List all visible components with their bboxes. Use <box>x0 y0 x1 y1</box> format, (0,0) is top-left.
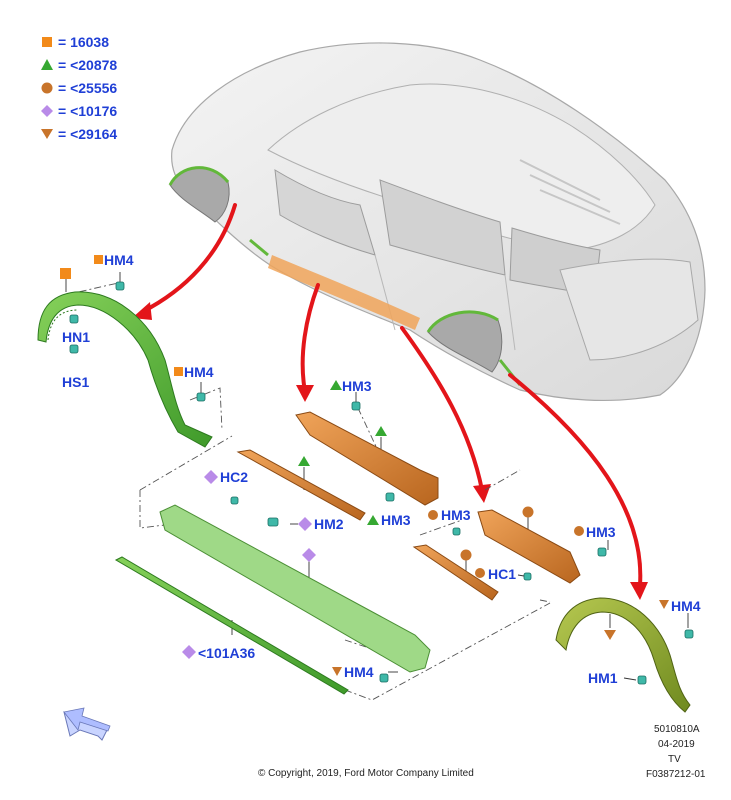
rocker-strip-left <box>236 449 366 521</box>
legend-item-triangle-down: = <29164 <box>40 124 117 144</box>
brown-circle-icon <box>522 506 534 518</box>
brown-circle-icon <box>574 526 584 536</box>
legend-item-diamond: = <10176 <box>40 101 117 121</box>
fastener-clip-icon <box>684 629 694 639</box>
legend-item-triangle-up: = <20878 <box>40 55 117 75</box>
side-sill-parts <box>114 504 431 695</box>
fastener-clip-icon <box>637 675 647 685</box>
car-tailgate <box>559 258 699 361</box>
brown-triangle-down-icon <box>604 630 616 640</box>
label-hm4: HM4 <box>344 664 374 680</box>
side-sill-panel <box>159 504 431 673</box>
arrow-front-arch <box>140 203 237 314</box>
arrow-rocker-right <box>400 326 484 492</box>
fastener-clip-icon <box>452 527 461 536</box>
brown-triangle-down-icon <box>40 127 54 141</box>
rear-arch-liner <box>555 597 691 713</box>
label-hm3: HM3 <box>381 512 411 528</box>
fastener-clip-icon <box>69 344 79 354</box>
reference-code: 5010810A <box>654 724 700 735</box>
front-arch-liner <box>37 291 213 448</box>
green-triangle-icon <box>375 426 387 436</box>
legend-text: = <29164 <box>58 126 118 142</box>
label-hc1: HC1 <box>488 566 516 582</box>
fastener-clip-icon <box>69 314 79 324</box>
brown-triangle-down-icon <box>332 667 342 676</box>
label-hm1: HM1 <box>588 670 618 686</box>
fastener-clip-icon <box>196 392 206 402</box>
green-triangle-icon <box>330 380 342 390</box>
label-hs1: HS1 <box>62 374 89 390</box>
rear-arch-liner-body <box>555 597 691 713</box>
legend-text: = <20878 <box>58 57 118 73</box>
rocker-strip-right <box>412 544 499 601</box>
label-hm3: HM3 <box>586 524 616 540</box>
rocker-upper-right <box>477 509 581 584</box>
legend-item-circle: = <25556 <box>40 78 117 98</box>
figure-id: F0387212-01 <box>646 769 706 780</box>
copyright-text: © Copyright, 2019, Ford Motor Company Li… <box>258 768 474 779</box>
label-hm4: HM4 <box>184 364 214 380</box>
fastener-clip-icon <box>230 496 239 505</box>
legend-text: = 16038 <box>58 34 109 50</box>
clip-leaders <box>290 523 637 681</box>
front-arch-liner-body <box>37 291 213 448</box>
side-sill-strip <box>114 556 349 695</box>
arrow-rear-arch <box>508 373 643 587</box>
fastener-clips <box>69 281 694 685</box>
orange-square-icon <box>94 255 103 264</box>
fastener-clip-icon <box>523 572 532 581</box>
legend-text: = <10176 <box>58 103 118 119</box>
purple-diamond-icon <box>182 645 196 659</box>
vehicle-body <box>168 42 706 402</box>
orange-square-icon <box>40 35 54 49</box>
label-hc2: HC2 <box>220 469 248 485</box>
purple-diamond-icon <box>302 548 316 562</box>
label-hm4: HM4 <box>671 598 701 614</box>
label-hm3: HM3 <box>342 378 372 394</box>
legend-text: = <25556 <box>58 80 118 96</box>
fastener-clip-icon <box>379 673 389 683</box>
green-triangle-icon <box>40 58 54 72</box>
legend-item-square: = 16038 <box>40 32 109 52</box>
car-front-window <box>274 169 376 256</box>
green-triangle-icon <box>298 456 310 466</box>
purple-diamond-icon <box>40 104 54 118</box>
car-middle-window <box>379 179 506 276</box>
orange-square-icon <box>60 268 71 279</box>
rocker-upper-left <box>295 411 439 506</box>
fastener-clip-icon <box>385 492 395 502</box>
rocker-highlight <box>268 255 420 330</box>
label-101a36: <101A36 <box>198 645 255 661</box>
brown-triangle-down-icon <box>659 600 669 609</box>
brown-circle-icon <box>40 81 54 95</box>
arrow-heads <box>132 302 648 600</box>
brown-circle-icon <box>428 510 438 520</box>
fastener-clip-icon <box>267 517 279 527</box>
label-hm2: HM2 <box>314 516 344 532</box>
rocker-parts <box>236 411 581 601</box>
arrow-rocker-left <box>300 283 320 387</box>
orange-square-icon <box>174 367 183 376</box>
callout-labels: HM4 HN1 HS1 HM4 HM3 HC2 HM2 HM3 HM3 HM3 … <box>62 252 701 686</box>
fastener-clip-icon <box>115 281 125 291</box>
revision-date: 04-2019 <box>658 739 695 750</box>
tv-code: TV <box>668 754 681 765</box>
label-hm4: HM4 <box>104 252 134 268</box>
label-hn1: HN1 <box>62 329 90 345</box>
green-triangle-icon <box>367 515 379 525</box>
brown-circle-icon <box>460 549 472 561</box>
label-hm3: HM3 <box>441 507 471 523</box>
pointer-arrows <box>140 203 643 587</box>
fastener-clip-icon <box>597 547 607 557</box>
fastener-clip-icon <box>351 401 361 411</box>
purple-diamond-icon <box>204 470 218 484</box>
brown-circle-icon <box>475 568 485 578</box>
purple-diamond-icon <box>298 517 312 531</box>
callout-symbols <box>60 255 669 676</box>
direction-arrow-icon <box>63 707 111 741</box>
